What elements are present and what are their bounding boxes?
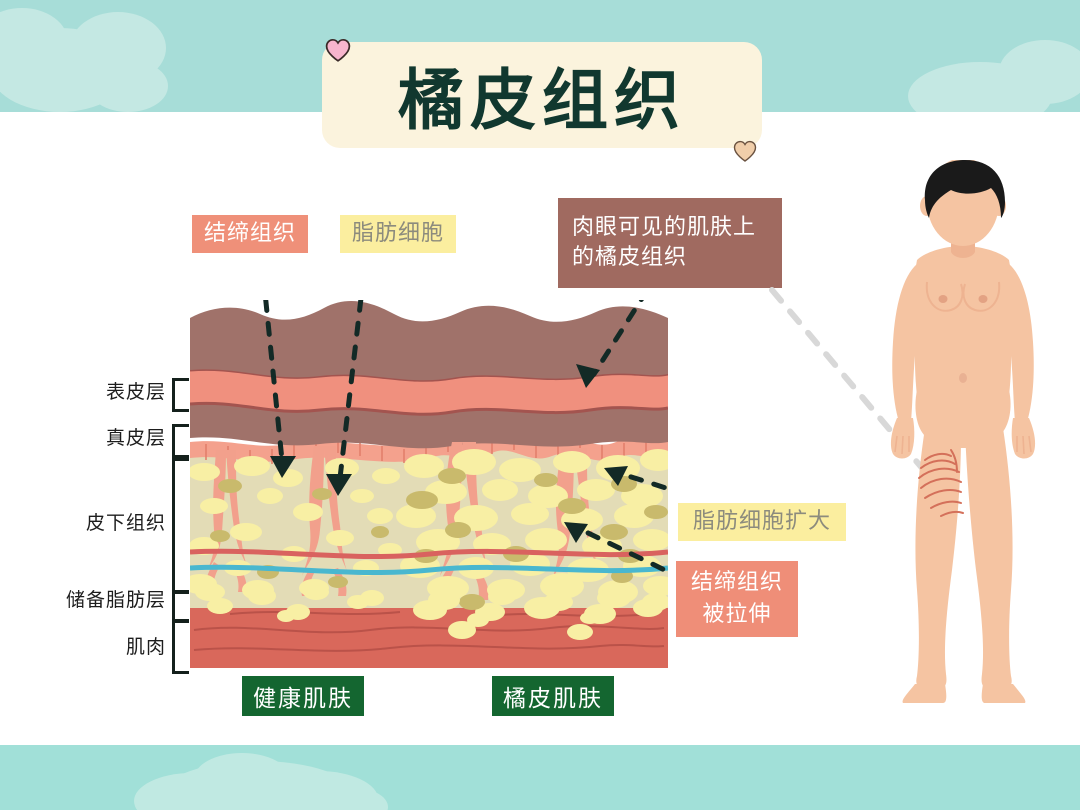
hair [924,160,1005,218]
dermis-lower-band [190,403,668,449]
right-arm [999,264,1034,427]
label-connective-stretched: 结缔组织 被拉伸 [676,561,798,637]
vessel-blue [190,564,668,575]
caption-healthy-skin: 健康肌肤 [242,676,364,716]
arrow-head-visible [576,364,600,388]
muscle-fibers [193,611,665,652]
layer-label-muscle: 肌肉 [125,636,166,658]
dashed-pointer-enlarged [619,471,668,492]
navel [959,373,967,383]
label-visible-cellulite: 肉眼可见的肌肤上的橘皮组织 [558,198,782,288]
arrow-head-connective [270,456,296,478]
top-cloud-shapes [0,8,1080,112]
fat-cells-healthy [190,456,402,620]
bottom-decorative-band [0,745,1080,810]
bracket-reserve-fat [172,590,189,622]
page-title: 橘皮组织 [398,62,686,139]
layer-label-subcutaneous: 皮下组织 [85,512,166,534]
label-fat-cells: 脂肪细胞 [340,215,456,253]
arrow-head-stretched [564,522,588,543]
right-leg [965,428,1013,688]
bracket-subcutaneous [172,458,189,594]
vessel-red [190,548,668,559]
nipples [938,295,988,303]
female-body-figure [855,160,1070,705]
dashed-pointer-connective [263,300,285,463]
bottom-cloud-shapes [134,753,388,810]
left-leg [915,428,961,688]
layer-label-epidermis: 表皮层 [105,381,166,403]
dermis-bottom-outline [190,401,668,416]
layer-label-reserve-fat: 储备脂肪层 [65,589,166,611]
breast-contours [925,281,1001,312]
left-arm [892,264,927,427]
title-card [322,42,762,148]
bracket-epidermis [172,378,189,412]
bracket-muscle [172,620,189,674]
finger-lines [894,435,1032,455]
label-fat-cells-enlarged: 脂肪细胞扩大 [678,503,846,541]
bracket-dermis [172,424,189,458]
cellulite-marks [918,449,964,517]
label-connective-tissue: 结缔组织 [192,215,308,253]
layer-label-dermis: 真皮层 [105,427,166,449]
label-connective-stretched-line2: 被拉伸 [702,602,772,627]
heart-icon-tan [733,140,757,162]
dermis-salmon-band [190,369,668,415]
arrow-head-enlarged [604,466,628,486]
dashed-pointer-visible [591,300,644,377]
heart-icon-pink [325,38,351,62]
right-foot [981,684,1026,703]
left-foot [902,684,947,703]
skin-cross-section-diagram [190,300,668,668]
epidermis-layer [190,301,668,381]
arrow-head-fat [326,474,352,496]
caption-cellulite-skin: 橘皮肌肤 [492,676,614,716]
label-connective-stretched-line1: 结缔组织 [690,570,783,595]
fat-cells-reserve [195,583,668,627]
